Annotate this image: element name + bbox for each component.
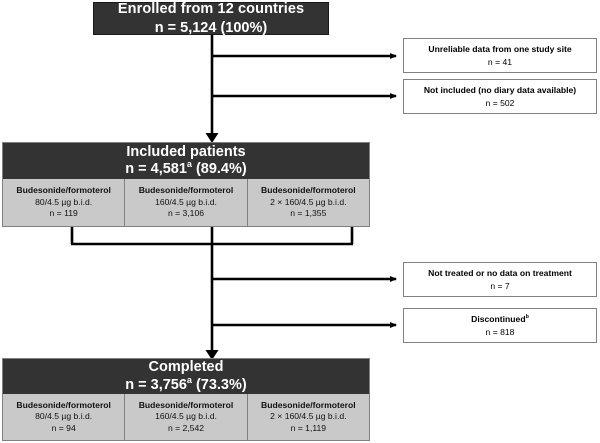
exclusion-reason: Not included (no diary data available) bbox=[423, 84, 577, 95]
included-patients-group: Included patients n = 4,581a (89.4%) Bud… bbox=[2, 142, 370, 227]
arm-drug: Budesonide/formoterol bbox=[261, 185, 356, 196]
arm-drug: Budesonide/formoterol bbox=[16, 185, 111, 196]
exclusion-box-not-included: Not included (no diary data available) n… bbox=[403, 79, 597, 114]
completed-count: n = 3,756a (73.3%) bbox=[125, 374, 247, 394]
exclusion-count: n = 502 bbox=[485, 97, 515, 108]
exclusion-box-discontinued: Discontinuedb n = 818 bbox=[403, 308, 597, 343]
arm-dose: 80/4.5 µg b.i.d. bbox=[35, 411, 93, 422]
enrolled-title: Enrolled from 12 countries bbox=[117, 1, 305, 18]
arm-dose: 160/4.5 µg b.i.d. bbox=[155, 196, 217, 207]
completed-count-footnote: a bbox=[186, 374, 192, 385]
exclusion-reason: Unreliable data from one study site bbox=[428, 43, 572, 54]
completed-arms-row: Budesonide/formoterol 80/4.5 µg b.i.d. n… bbox=[3, 394, 369, 440]
exclusion-count: n = 818 bbox=[485, 326, 515, 337]
included-patients-header: Included patients n = 4,581a (89.4%) bbox=[3, 143, 369, 179]
included-count-footnote: a bbox=[186, 159, 192, 170]
exclusion-reason-footnote: b bbox=[525, 313, 529, 320]
completed-arm-2: Budesonide/formoterol 160/4.5 µg b.i.d. … bbox=[124, 394, 246, 440]
included-arm-3: Budesonide/formoterol 2 × 160/4.5 µg b.i… bbox=[246, 179, 369, 226]
completed-title: Completed bbox=[148, 359, 224, 376]
completed-arm-3: Budesonide/formoterol 2 × 160/4.5 µg b.i… bbox=[246, 394, 369, 440]
exclusion-reason: Not treated or no data on treatment bbox=[428, 267, 572, 278]
arm-dose: 160/4.5 µg b.i.d. bbox=[155, 411, 217, 422]
arm-dose: 2 × 160/4.5 µg b.i.d. bbox=[270, 196, 347, 207]
exclusion-box-not-treated: Not treated or no data on treatment n = … bbox=[403, 262, 597, 297]
exclusion-count: n = 7 bbox=[490, 280, 510, 291]
exclusion-reason-text: Discontinued bbox=[471, 313, 526, 324]
arm-drug: Budesonide/formoterol bbox=[138, 185, 234, 196]
arm-count: n = 119 bbox=[49, 208, 78, 219]
included-arm-1: Budesonide/formoterol 80/4.5 µg b.i.d. n… bbox=[3, 179, 124, 226]
arm-dose: 2 × 160/4.5 µg b.i.d. bbox=[270, 411, 347, 422]
arm-count: n = 94 bbox=[51, 422, 76, 433]
arm-count: n = 1,355 bbox=[290, 208, 327, 219]
completed-header: Completed n = 3,756a (73.3%) bbox=[3, 359, 369, 394]
included-count: n = 4,581a (89.4%) bbox=[125, 159, 247, 178]
arm-drug: Budesonide/formoterol bbox=[16, 399, 111, 410]
enrolled-box: Enrolled from 12 countries n = 5,124 (10… bbox=[93, 1, 329, 36]
enrolled-count: n = 5,124 (100%) bbox=[154, 19, 268, 36]
exclusion-box-unreliable-data: Unreliable data from one study site n = … bbox=[403, 38, 597, 73]
exclusion-reason: Discontinuedb bbox=[471, 313, 529, 326]
included-count-prefix: n = 4,581 bbox=[125, 161, 187, 177]
arm-count: n = 2,542 bbox=[167, 422, 205, 433]
arm-count: n = 1,119 bbox=[290, 422, 327, 433]
included-count-suffix: (89.4%) bbox=[191, 161, 247, 177]
included-arm-2: Budesonide/formoterol 160/4.5 µg b.i.d. … bbox=[124, 179, 246, 226]
completed-group: Completed n = 3,756a (73.3%) Budesonide/… bbox=[2, 358, 370, 441]
exclusion-count: n = 41 bbox=[487, 56, 513, 67]
arm-drug: Budesonide/formoterol bbox=[261, 399, 356, 410]
arm-count: n = 3,106 bbox=[167, 208, 205, 219]
completed-arm-1: Budesonide/formoterol 80/4.5 µg b.i.d. n… bbox=[3, 394, 124, 440]
completed-count-suffix: (73.3%) bbox=[191, 376, 247, 393]
included-arms-row: Budesonide/formoterol 80/4.5 µg b.i.d. n… bbox=[3, 179, 369, 226]
arm-drug: Budesonide/formoterol bbox=[138, 399, 234, 410]
arm-dose: 80/4.5 µg b.i.d. bbox=[35, 196, 93, 207]
included-title: Included patients bbox=[126, 143, 246, 160]
completed-count-prefix: n = 3,756 bbox=[125, 376, 187, 393]
